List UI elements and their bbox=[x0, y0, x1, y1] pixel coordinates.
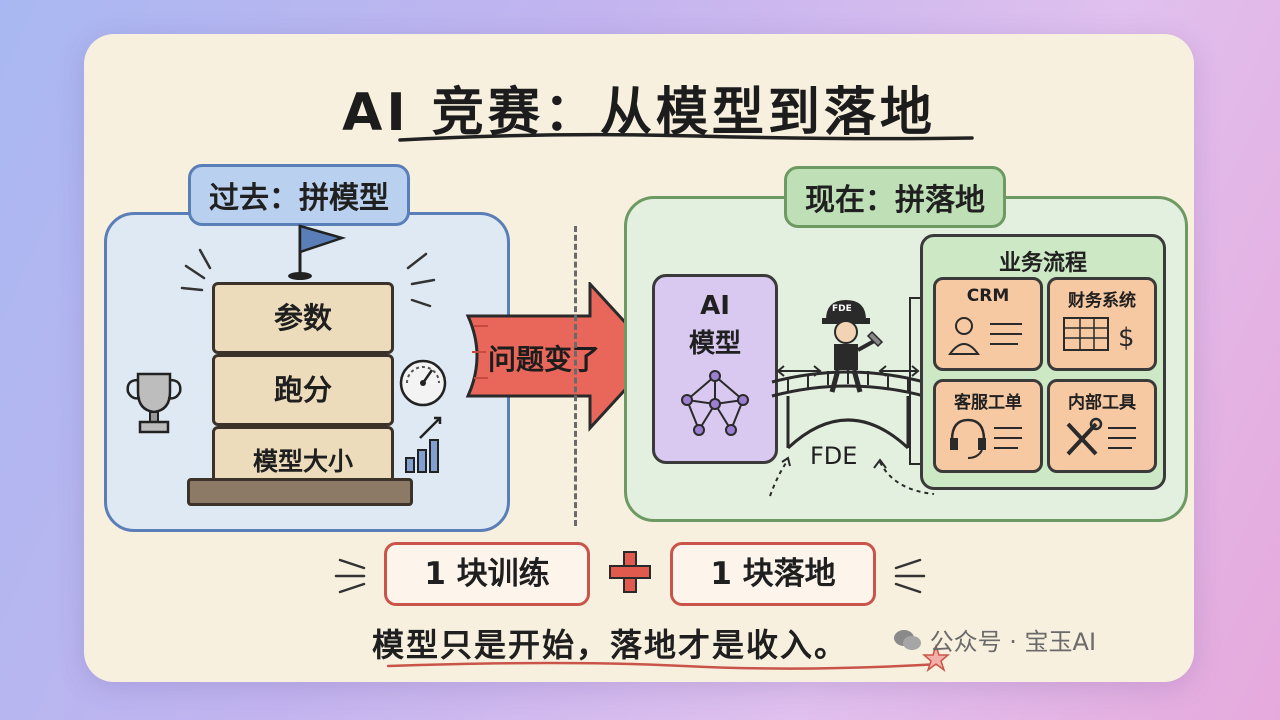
biz-card-support: 客服工单 bbox=[933, 379, 1043, 473]
business-process-box: 业务流程 CRM 财务系统 $ 客服工单 bbox=[920, 234, 1166, 490]
biz-card-label: 内部工具 bbox=[1068, 393, 1136, 413]
biz-card-tools: 内部工具 bbox=[1047, 379, 1157, 473]
biz-card-finance: 财务系统 $ bbox=[1047, 277, 1157, 371]
present-label: 现在：拼落地 bbox=[784, 166, 1006, 228]
network-icon bbox=[681, 370, 749, 436]
biz-card-label: 财务系统 bbox=[1068, 291, 1136, 311]
title-underline bbox=[398, 132, 974, 142]
past-label: 过去：拼模型 bbox=[188, 164, 410, 226]
arrow-label: 问题变了 bbox=[488, 343, 601, 376]
biz-card-crm: CRM bbox=[933, 277, 1043, 371]
ai-model-box: AI 模型 bbox=[652, 274, 778, 464]
wrench-screwdriver-icon bbox=[1066, 417, 1136, 456]
page-title: AI 竞赛：从模型到落地 bbox=[342, 83, 936, 143]
ledger-icon: $ bbox=[1063, 317, 1135, 353]
ai-model-line1: AI bbox=[700, 291, 730, 321]
worker-cap-label: FDE bbox=[832, 304, 852, 314]
user-profile-icon bbox=[948, 317, 1022, 355]
plus-icon bbox=[609, 551, 651, 593]
slogan: 模型只是开始，落地才是收入。 bbox=[372, 626, 849, 664]
double-arrow-left bbox=[776, 365, 822, 377]
headset-icon bbox=[950, 418, 1022, 459]
divider-line bbox=[574, 226, 577, 526]
pedestal bbox=[187, 478, 413, 506]
infographic-card: AI 竞赛：从模型到落地 过去：拼模型 参数 跑分 模型大小 bbox=[84, 34, 1194, 682]
bridge-icon bbox=[771, 370, 925, 450]
block-benchmark: 跑分 bbox=[212, 354, 394, 426]
watermark: 公众号 · 宝玉AI bbox=[892, 622, 1096, 659]
star-icon bbox=[922, 644, 950, 672]
emphasis-lines-left bbox=[334, 558, 366, 594]
ai-model-line2: 模型 bbox=[688, 329, 741, 359]
double-arrow-right bbox=[878, 365, 920, 377]
training-pill: 1 块训练 bbox=[384, 542, 590, 606]
block-params: 参数 bbox=[212, 282, 394, 354]
slogan-underline bbox=[386, 661, 942, 670]
trophy-icon bbox=[126, 372, 182, 434]
biz-card-label: 客服工单 bbox=[954, 393, 1022, 413]
gauge-icon bbox=[399, 359, 447, 407]
deployment-pill: 1 块落地 bbox=[670, 542, 876, 606]
dashed-curve-arrows bbox=[769, 456, 935, 497]
wechat-icon bbox=[892, 627, 922, 659]
watermark-text: 公众号 · 宝玉AI bbox=[929, 628, 1097, 656]
sparkle-lines bbox=[180, 248, 436, 308]
biz-card-label: CRM bbox=[966, 286, 1010, 306]
fde-engineer-icon bbox=[822, 300, 884, 393]
business-title: 业务流程 bbox=[998, 251, 1087, 276]
bridge-label: FDE bbox=[810, 442, 858, 470]
flag-icon bbox=[288, 224, 347, 280]
bar-chart-icon bbox=[405, 416, 442, 473]
emphasis-lines-right bbox=[894, 558, 926, 594]
svg-text:$: $ bbox=[1118, 323, 1135, 353]
bracket-lines bbox=[909, 297, 922, 465]
